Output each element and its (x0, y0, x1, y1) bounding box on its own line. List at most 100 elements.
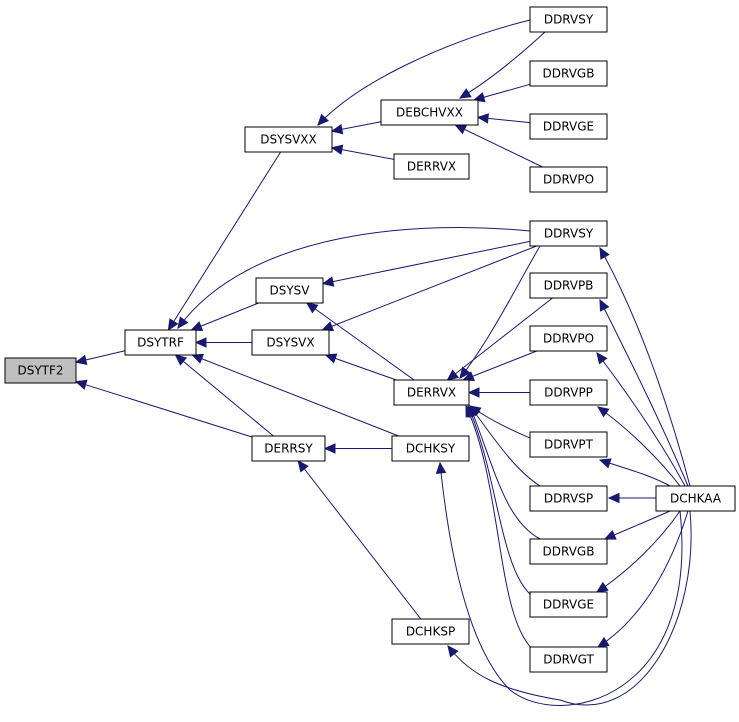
edge-dchkaa-to-ddrvge-arrowhead (595, 581, 609, 593)
edge-derrsy-to-dsytf2 (75, 381, 253, 438)
node-ddrvpb[interactable]: DDRVPB (529, 272, 608, 299)
edge-dchksy-to-dsytrf (192, 354, 399, 437)
edge-ddrvpp-to-derrvx-arrowhead (467, 387, 480, 398)
edge-dchkaa-to-dchksy-arrowhead (435, 461, 447, 474)
node-ddrvpp[interactable]: DDRVPP (529, 379, 608, 406)
node-ddrvpo-label: DDRVPO (543, 332, 594, 346)
node-dsysvxx[interactable]: DSYSVXX (244, 126, 333, 153)
edge-ddrvpo-to-derrvx (463, 350, 537, 381)
node-ddrvsy-top-box (529, 6, 608, 33)
node-ddrvgt-label: DDRVGT (543, 653, 594, 667)
node-ddrvsy[interactable]: DDRVSY (529, 220, 608, 247)
node-dsytrf-label: DSYTRF (137, 336, 184, 350)
node-derrvx-top-box (393, 153, 470, 180)
edge-dsysv-to-dsytrf (191, 302, 259, 331)
edge-dchkaa-to-ddrvpb (599, 299, 689, 487)
edge-ddrvpo-top-to-debchvxx-arrowhead (454, 124, 468, 135)
node-ddrvge-top[interactable]: DDRVGE (529, 113, 608, 140)
node-dsytrf[interactable]: DSYTRF (124, 329, 197, 356)
node-ddrvpo-top[interactable]: DDRVPO (529, 166, 608, 193)
node-ddrvgb-box (529, 538, 608, 565)
edge-ddrvsy-top-to-dsysvxx-arrowhead (317, 113, 330, 126)
edge-ddrvsy-to-dsysvx (322, 245, 537, 331)
node-dsytf2[interactable]: DSYTF2 (4, 357, 77, 384)
node-ddrvpo-top-label: DDRVPO (543, 173, 594, 187)
edge-ddrvsy-to-dsytrf (177, 226, 531, 329)
edge-dsytrf-to-dsytf2-arrowhead (74, 354, 88, 365)
edge-dchkaa-to-ddrvgb (604, 510, 671, 540)
edge-dchksy-to-derrsy-arrowhead (323, 443, 336, 454)
edge-derrsy-to-dsytrf (175, 354, 274, 437)
node-ddrvgb-top[interactable]: DDRVGB (529, 60, 608, 87)
node-dsysv-box (255, 277, 324, 304)
node-dchksy[interactable]: DCHKSY (391, 435, 470, 462)
edge-derrvx-to-dsysvx-arrowhead (324, 353, 338, 364)
node-ddrvpo-box (529, 325, 608, 352)
node-dsysvx[interactable]: DSYSVX (251, 329, 330, 356)
edge-derrvx-to-dsysv-arrowhead (305, 302, 319, 314)
edge-derrvx-top-to-dsysvxx-arrowhead (330, 144, 344, 155)
edge-ddrvsy-to-dsytrf-arrowhead (177, 316, 189, 329)
node-ddrvgb[interactable]: DDRVGB (529, 538, 608, 565)
node-dsytf2-label: DSYTF2 (17, 364, 63, 378)
node-debchvxx[interactable]: DEBCHVXX (380, 99, 479, 126)
node-derrsy-label: DERRSY (264, 442, 313, 456)
node-ddrvsy-top[interactable]: DDRVSY (529, 6, 608, 33)
edge-ddrvsy-to-dsysvx-arrowhead (321, 321, 335, 332)
node-dchkaa[interactable]: DCHKAA (655, 485, 736, 512)
edge-debchvxx-to-dsysvxx-arrowhead (330, 124, 344, 135)
edge-dchkaa-to-ddrvsy-arrowhead (599, 246, 610, 260)
node-ddrvgt[interactable]: DDRVGT (529, 646, 608, 673)
edge-dchkaa-to-ddrvpo (596, 352, 686, 487)
node-dsytrf-box (124, 329, 197, 356)
node-ddrvpo-top-box (529, 166, 608, 193)
edge-dchkaa-to-ddrvge (596, 510, 681, 593)
node-derrsy[interactable]: DERRSY (251, 435, 326, 462)
node-dchkaa-box (655, 485, 736, 512)
node-ddrvpp-box (529, 379, 608, 406)
edge-ddrvsy-to-dsysv-arrowhead (321, 276, 335, 287)
edge-dchkaa-to-ddrvpp-arrowhead (597, 406, 610, 418)
node-dchksp-box (391, 618, 470, 645)
node-derrsy-box (251, 435, 326, 462)
node-derrvx[interactable]: DERRVX (393, 379, 470, 406)
edge-dchkaa-to-dchksp-arrowhead (447, 645, 459, 658)
edge-ddrvsy-top-to-dsysvxx (317, 19, 531, 126)
edge-ddrvge-to-derrvx (467, 405, 539, 601)
node-ddrvpt-box (529, 431, 608, 458)
edge-dchkaa-to-ddrvpp (597, 406, 681, 487)
edge-ddrvgt-to-derrvx (465, 405, 541, 656)
node-ddrvsp[interactable]: DDRVSP (529, 485, 608, 512)
node-dchksp-label: DCHKSP (406, 625, 455, 639)
edge-dchkaa-to-ddrvgt-arrowhead (596, 636, 610, 648)
edge-dsysv-to-dsytrf-arrowhead (190, 321, 204, 331)
node-debchvxx-label: DEBCHVXX (396, 106, 463, 120)
node-dsysvx-box (251, 329, 330, 356)
edge-derrvx-to-dsysv (306, 302, 415, 381)
call-graph-nodes: DSYTF2 DSYTRF DSYSVXX DEBCHVXX DERRVX DDRVSY D… (4, 6, 736, 673)
node-ddrvge[interactable]: DDRVGE (529, 591, 608, 618)
edge-ddrvsp-to-derrvx (469, 405, 541, 487)
node-dsysv[interactable]: DSYSV (255, 277, 324, 304)
node-ddrvpt[interactable]: DDRVPT (529, 431, 608, 458)
node-ddrvpb-label: DDRVPB (544, 279, 594, 293)
edge-ddrvsy-to-derrvx-arrowhead (459, 366, 471, 379)
edge-ddrvsy-to-dsysv (322, 240, 531, 285)
edge-dchkaa-to-ddrvgb-arrowhead (603, 529, 617, 540)
call-graph-edges (74, 19, 692, 706)
node-ddrvge-box (529, 591, 608, 618)
node-dchksp[interactable]: DCHKSP (391, 618, 470, 645)
node-ddrvgb-label: DDRVGB (543, 545, 595, 559)
edge-dchkaa-to-dchksy (439, 462, 683, 706)
edge-dchksy-to-dsytrf-arrowhead (191, 353, 205, 364)
node-ddrvpo[interactable]: DDRVPO (529, 325, 608, 352)
edge-dchksp-to-derrsy-arrowhead (297, 460, 309, 473)
node-derrvx-top[interactable]: DERRVX (393, 153, 470, 180)
edge-dsysvx-to-dsytrf-arrowhead (194, 337, 207, 348)
edge-dchkaa-to-dchksp (447, 510, 692, 706)
edge-dchkaa-to-ddrvsy (599, 247, 691, 487)
node-ddrvpb-box (529, 272, 608, 299)
node-ddrvgb-top-box (529, 60, 608, 87)
edge-dsysvxx-to-dsytrf (167, 151, 282, 331)
